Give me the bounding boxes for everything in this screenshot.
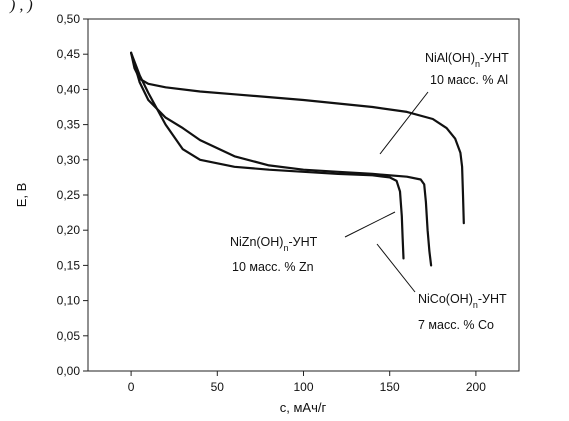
y-axis-ticks: 0,00 0,05 0,10 0,15 0,20 0,25 0,30 0,35 0,40 0,45… <box>57 12 88 378</box>
annotation-nial-line2: 10 масс. % Al <box>430 73 508 87</box>
series-line-nico <box>130 51 433 267</box>
x-axis-label: c, мАч/г <box>280 400 327 415</box>
annotation-nizn-line1: NiZn(OH)n-УНТ <box>230 235 318 253</box>
series-lines <box>130 51 465 267</box>
y-tick-label: 0,00 <box>57 364 81 378</box>
y-tick-label: 0,35 <box>57 118 81 132</box>
x-tick-label: 100 <box>293 380 313 394</box>
y-tick-label: 0,10 <box>57 294 81 308</box>
annotation-nico: NiCo(OH)n-УНТ 7 масс. % Co <box>376 243 507 332</box>
annotation-nico-leader <box>376 243 416 293</box>
annotation-nial-leader <box>379 91 429 155</box>
y-tick-label: 0,05 <box>57 329 81 343</box>
x-tick-label: 0 <box>128 380 135 394</box>
y-tick-label: 0,15 <box>57 258 81 272</box>
partial-top-text: ) , ) <box>9 0 33 14</box>
annotation-nico-line1: NiCo(OH)n-УНТ <box>418 292 507 310</box>
y-tick-label: 0,50 <box>57 12 81 26</box>
annotation-nial: NiAl(OH)n-УНТ 10 масс. % Al <box>379 51 509 155</box>
annotation-nial-line1: NiAl(OH)n-УНТ <box>425 51 509 69</box>
y-tick-label: 0,45 <box>57 47 81 61</box>
series-line-nial <box>130 51 465 225</box>
annotation-nizn: NiZn(OH)n-УНТ 10 масс. % Zn <box>230 211 396 274</box>
x-tick-label: 200 <box>466 380 486 394</box>
annotation-nizn-line2: 10 масс. % Zn <box>232 260 314 274</box>
y-tick-label: 0,25 <box>57 188 81 202</box>
annotation-nizn-leader <box>344 211 396 238</box>
y-axis-label: E, В <box>14 183 29 208</box>
y-tick-label: 0,30 <box>57 153 81 167</box>
y-tick-label: 0,40 <box>57 82 81 96</box>
series-line-nizn <box>130 51 405 260</box>
annotation-nico-line2: 7 масс. % Co <box>418 318 494 332</box>
x-tick-label: 150 <box>380 380 400 394</box>
x-axis-ticks: 0 50 100 150 200 <box>128 371 486 394</box>
y-tick-label: 0,20 <box>57 223 81 237</box>
x-tick-label: 50 <box>211 380 225 394</box>
